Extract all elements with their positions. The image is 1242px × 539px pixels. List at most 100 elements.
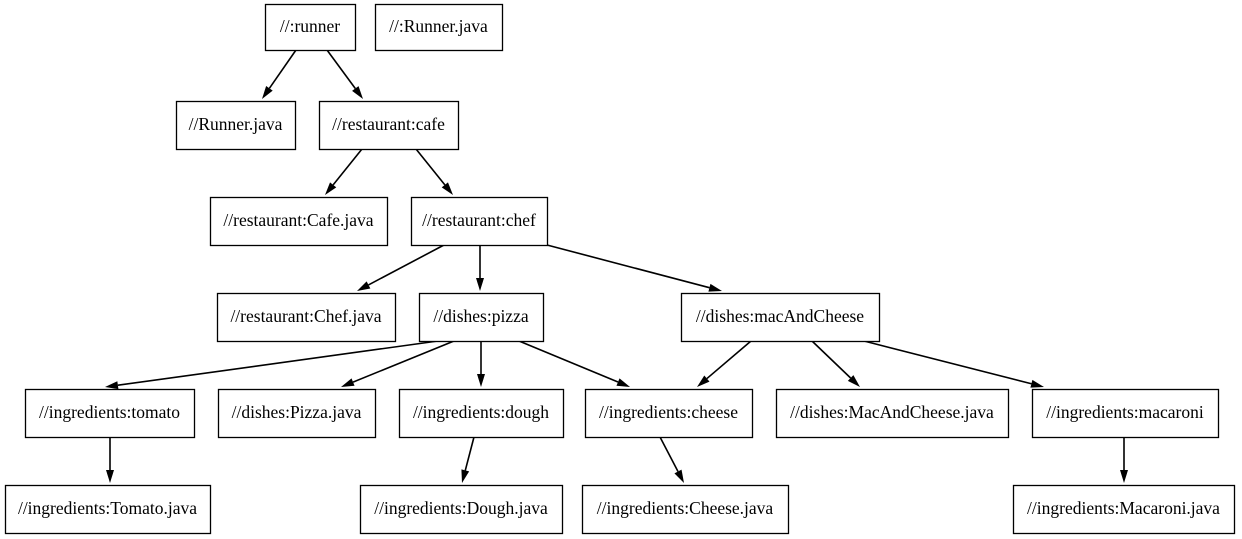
graph-edge: [105, 340, 439, 390]
node-box[interactable]: [264, 3, 357, 52]
graph-edge: [415, 148, 453, 195]
edge-layer: [105, 49, 1128, 483]
edge-arrowhead-icon: [357, 281, 371, 291]
edge-arrowhead-icon: [325, 182, 337, 195]
node-box[interactable]: [217, 388, 377, 439]
graph-node[interactable]: //ingredients:tomato: [24, 388, 196, 439]
edge-arrowhead-icon: [477, 374, 485, 387]
node-box[interactable]: [410, 196, 549, 247]
edge-line: [117, 340, 439, 387]
node-label: //dishes:Pizza.java: [232, 402, 362, 422]
node-box[interactable]: [4, 484, 212, 535]
node-box[interactable]: [398, 388, 565, 439]
node-box[interactable]: [418, 292, 545, 343]
node-box[interactable]: [374, 3, 504, 52]
edge-arrowhead-icon: [105, 381, 119, 390]
graph-edge: [476, 245, 484, 291]
edge-arrowhead-icon: [352, 86, 363, 99]
graph-edge: [341, 340, 455, 387]
edge-arrowhead-icon: [262, 86, 273, 99]
edge-arrowhead-icon: [1030, 379, 1044, 388]
graph-node[interactable]: //ingredients:macaroni: [1031, 388, 1220, 439]
graph-edge: [546, 244, 722, 292]
node-label: //Runner.java: [189, 114, 283, 134]
edge-line: [332, 148, 363, 186]
graph-node[interactable]: //restaurant:Chef.java: [216, 292, 397, 343]
edge-arrowhead-icon: [708, 283, 722, 292]
node-label: //:runner: [280, 16, 340, 36]
node-box[interactable]: [359, 484, 564, 535]
graph-node[interactable]: //dishes:Pizza.java: [217, 388, 377, 439]
node-label: //ingredients:macaroni: [1046, 402, 1204, 422]
graph-edge: [863, 340, 1044, 388]
edge-arrowhead-icon: [616, 378, 630, 387]
edge-arrowhead-icon: [674, 469, 684, 483]
graph-edge: [518, 340, 630, 387]
node-label: //restaurant:Cafe.java: [223, 210, 373, 230]
graph-node[interactable]: //restaurant:chef: [410, 196, 549, 247]
node-label: //ingredients:Tomato.java: [18, 498, 197, 518]
node-label: //:Runner.java: [389, 16, 488, 36]
graph-edge: [697, 340, 752, 387]
node-label: //ingredients:Dough.java: [374, 498, 548, 518]
edge-arrowhead-icon: [441, 182, 453, 195]
graph-edge: [811, 340, 860, 387]
node-label: //restaurant:cafe: [332, 114, 445, 134]
graph-edge: [461, 436, 475, 483]
edge-line: [268, 49, 297, 89]
edge-arrowhead-icon: [476, 278, 484, 291]
node-label: //ingredients:Cheese.java: [597, 498, 774, 518]
edge-line: [659, 436, 679, 472]
graph-edge: [106, 437, 114, 483]
edge-arrowhead-icon: [1120, 470, 1128, 483]
edge-line: [415, 148, 446, 186]
node-box[interactable]: [680, 292, 881, 343]
node-box[interactable]: [584, 388, 754, 439]
node-label: //ingredients:dough: [413, 402, 549, 422]
node-box[interactable]: [1031, 388, 1220, 439]
graph-node[interactable]: //Runner.java: [175, 100, 297, 151]
edge-line: [326, 49, 356, 89]
graph-node[interactable]: //ingredients:Tomato.java: [4, 484, 212, 535]
graph-node[interactable]: //ingredients:Cheese.java: [581, 484, 790, 535]
graph-node[interactable]: //ingredients:Macaroni.java: [1012, 484, 1236, 535]
node-layer: //:runner //:Runner.java //Runner.java //re…: [4, 3, 1236, 535]
graph-node[interactable]: //dishes:pizza: [418, 292, 545, 343]
edge-line: [546, 244, 710, 289]
graph-edge: [1120, 437, 1128, 483]
graph-node[interactable]: //restaurant:Cafe.java: [209, 196, 389, 247]
node-box[interactable]: [318, 100, 460, 151]
node-label: //dishes:pizza: [433, 306, 528, 326]
node-box[interactable]: [209, 196, 389, 247]
node-box[interactable]: [581, 484, 790, 535]
node-label: //ingredients:tomato: [39, 402, 180, 422]
node-label: //dishes:MacAndCheese.java: [790, 402, 994, 422]
node-label: //dishes:macAndCheese: [696, 306, 864, 326]
graph-node[interactable]: //ingredients:dough: [398, 388, 565, 439]
graph-node[interactable]: //restaurant:cafe: [318, 100, 460, 151]
edge-line: [368, 244, 445, 286]
graph-node[interactable]: //dishes:macAndCheese: [680, 292, 881, 343]
node-box[interactable]: [216, 292, 397, 343]
node-box[interactable]: [175, 100, 297, 151]
edge-arrowhead-icon: [461, 469, 470, 483]
node-label: //restaurant:chef: [422, 210, 536, 230]
node-box[interactable]: [1012, 484, 1236, 535]
node-label: //restaurant:Chef.java: [230, 306, 381, 326]
graph-edge: [659, 436, 684, 483]
edge-line: [464, 436, 475, 471]
graph-edge: [326, 49, 363, 99]
edge-arrowhead-icon: [106, 470, 114, 483]
graph-node[interactable]: //:Runner.java: [374, 3, 504, 52]
graph-node[interactable]: //ingredients:cheese: [584, 388, 754, 439]
edge-line: [863, 340, 1032, 385]
graph-node[interactable]: //:runner: [264, 3, 357, 52]
graph-node[interactable]: //dishes:MacAndCheese.java: [775, 388, 1010, 439]
node-label: //ingredients:cheese: [599, 402, 738, 422]
node-label: //ingredients:Macaroni.java: [1027, 498, 1220, 518]
graph-node[interactable]: //ingredients:Dough.java: [359, 484, 564, 535]
node-box[interactable]: [775, 388, 1010, 439]
edge-line: [811, 340, 852, 379]
edge-arrowhead-icon: [847, 375, 860, 387]
node-box[interactable]: [24, 388, 196, 439]
